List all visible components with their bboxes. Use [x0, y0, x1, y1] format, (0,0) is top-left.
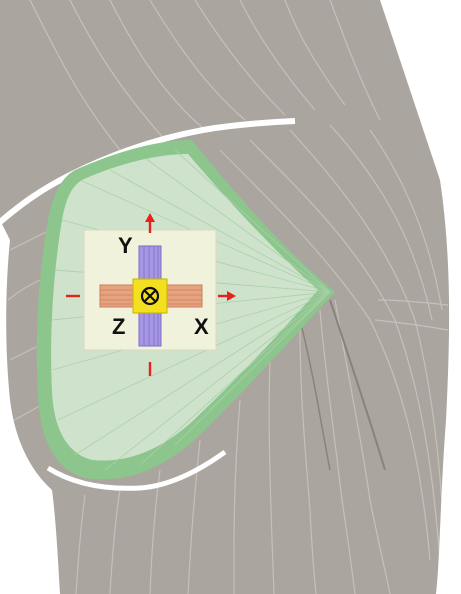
z-axis-label: Z — [112, 314, 125, 339]
x-axis-label: X — [194, 314, 209, 339]
y-axis-label: Y — [118, 233, 133, 258]
